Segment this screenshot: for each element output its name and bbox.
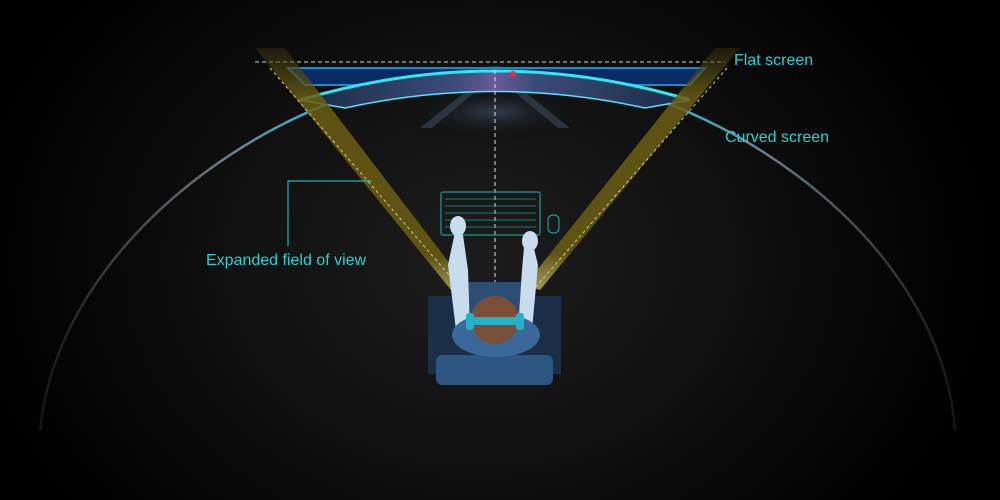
chair <box>428 282 561 385</box>
mouse <box>547 214 560 234</box>
curved-screen-label: Curved screen <box>725 129 830 146</box>
fov-callout-line <box>287 180 372 246</box>
user-top-view <box>448 216 540 357</box>
field-of-view-beams <box>255 48 740 295</box>
flat-screen-label: Flat screen <box>734 52 814 69</box>
expanded-fov-label: Expanded field of view <box>206 252 367 269</box>
